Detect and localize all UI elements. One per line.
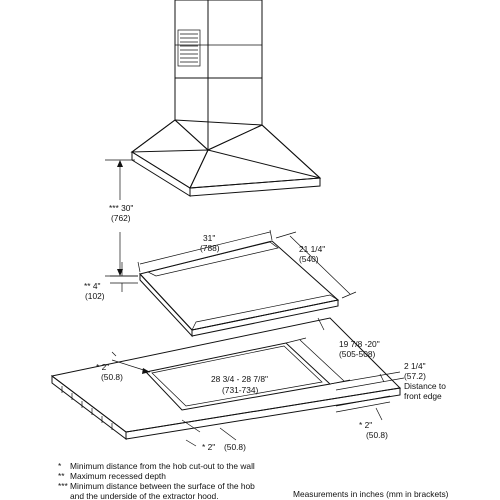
footnote-mark-3: *** xyxy=(58,481,69,491)
footnotes: * Minimum distance from the hob cut-out … xyxy=(58,461,255,500)
hood-canopy-back xyxy=(130,119,321,179)
recess-depth-mm: (102) xyxy=(85,291,105,301)
cutout-depth-mm: (505-508) xyxy=(339,349,376,359)
front-distance-label: 2 1/4" xyxy=(404,361,426,371)
measurement-units-note: Measurements in inches (mm in brackets) xyxy=(293,489,449,499)
front-clearance-label: * 2" xyxy=(359,420,372,430)
cutout-depth-dimension: 19 7/8 -20" (505-508) xyxy=(285,317,380,385)
hob-front-strip xyxy=(191,294,339,331)
rear-clearance-dimension: * 2" (50.8) xyxy=(181,419,246,452)
cutout-depth-label: 19 7/8 -20" xyxy=(339,339,380,349)
hood-height-label: *** 30" xyxy=(109,203,133,213)
hood-height-mm: (762) xyxy=(111,213,131,223)
hood-height-dimension: *** 30" (762) xyxy=(105,159,138,277)
front-distance-mm: (57.2) xyxy=(404,371,426,381)
hood-rim-front xyxy=(131,151,191,197)
footnote-text-2: Maximum recessed depth xyxy=(70,471,166,481)
hood-rim-right xyxy=(189,177,321,197)
recess-depth-dimension: ** 4" (102) xyxy=(84,262,138,301)
footnote-mark-1: * xyxy=(58,461,62,471)
hood-vent-grille xyxy=(177,29,201,67)
side-clearance-label: * 2" xyxy=(96,362,109,372)
hob-width-mm: (788) xyxy=(200,243,220,253)
rear-clearance-mm: (50.8) xyxy=(224,442,246,452)
front-distance-caption-2: front edge xyxy=(404,391,442,401)
extractor-hood xyxy=(130,0,322,197)
hood-canopy-left xyxy=(131,119,209,189)
hood-chimney-side xyxy=(207,0,263,79)
hob-width-dimension: 31" (788) xyxy=(137,229,273,273)
countertop-edge-hatching xyxy=(61,386,113,430)
footnote-text-4: and the underside of the extractor hood. xyxy=(70,491,219,500)
side-clearance-mm: (50.8) xyxy=(101,372,123,382)
hob-back-strip xyxy=(146,241,279,277)
hob-depth-mm: (540) xyxy=(299,254,319,264)
cutout-width-label: 28 3/4 - 28 7/8" xyxy=(211,374,268,384)
footnote-text-1: Minimum distance from the hob cut-out to… xyxy=(70,461,255,471)
hob-left-edge xyxy=(139,272,193,338)
rear-clearance-label: * 2" xyxy=(202,442,215,452)
front-clearance-mm: (50.8) xyxy=(366,430,388,440)
front-distance-caption-1: Distance to xyxy=(404,381,446,391)
hob-depth-dimension: 21 1/4" (540) xyxy=(275,231,357,299)
hob-front-edge xyxy=(191,299,339,337)
hob-depth-label: 21 1/4" xyxy=(299,244,325,254)
footnote-text-3: Minimum distance between the surface of … xyxy=(70,481,255,491)
hood-canopy-right xyxy=(189,124,322,189)
recess-depth-label: ** 4" xyxy=(84,281,101,291)
front-clearance-dimension: * 2" (50.8) xyxy=(335,395,391,440)
side-clearance-dimension: * 2" (50.8) xyxy=(96,351,151,382)
countertop-left xyxy=(51,374,127,441)
cutout-width-mm: (731-734) xyxy=(222,385,259,395)
hood-duct-side xyxy=(207,77,263,151)
hob xyxy=(139,240,340,338)
footnote-mark-2: ** xyxy=(58,471,65,481)
front-distance-dimension: 2 1/4" (57.2) Distance to front edge xyxy=(329,361,446,401)
hob-width-label: 31" xyxy=(203,233,215,243)
hood-duct-front xyxy=(174,77,209,152)
hob-cutout-inner xyxy=(151,345,323,407)
cutout-width-dimension: 28 3/4 - 28 7/8" (731-734) xyxy=(211,374,268,395)
